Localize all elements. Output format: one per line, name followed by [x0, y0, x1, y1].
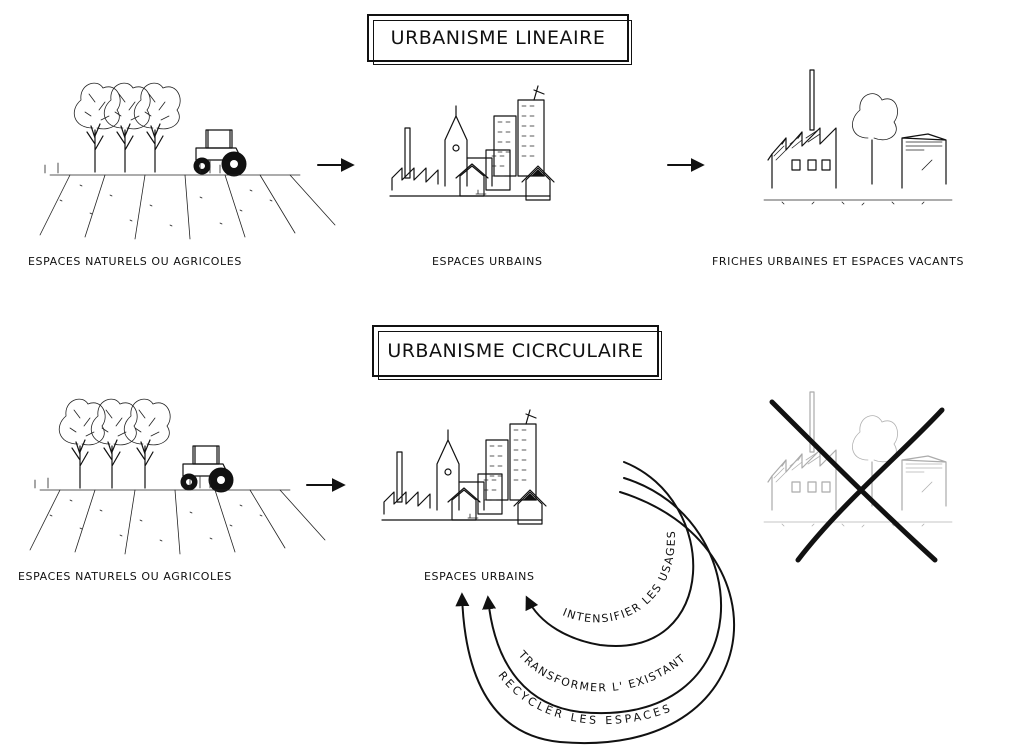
circular-title: URBANISME CICRCULAIRE	[387, 340, 644, 362]
circular-natural-illustration	[29, 398, 326, 555]
caption-linear-natural: ESPACES NATURELS OU AGRICOLES	[28, 255, 242, 268]
linear-urban-illustration	[389, 85, 555, 201]
circular-urban-illustration	[381, 409, 547, 525]
loop-transform	[482, 477, 723, 715]
caption-linear-wasteland: FRICHES URBAINES ET ESPACES VACANTS	[712, 255, 965, 268]
linear-wasteland-illustration	[763, 69, 953, 206]
caption-circular-urban: ESPACES URBAINS	[424, 570, 535, 583]
linear-title: URBANISME LINEAIRE	[390, 27, 606, 49]
caption-circular-natural: ESPACES NATURELS OU AGRICOLES	[18, 570, 232, 583]
crossed-wasteland-illustration	[763, 391, 953, 563]
caption-linear-urban: ESPACES URBAINS	[432, 255, 543, 268]
loop-recycle	[455, 491, 736, 745]
cross-mark	[769, 399, 938, 563]
loop-arrows	[455, 461, 736, 745]
loop-label-transform: TRANSFORMER L' EXISTANT	[515, 648, 689, 695]
linear-natural-illustration	[39, 82, 336, 240]
loop-label-intensify: INTENSIFIER LES USAGES	[561, 530, 678, 626]
